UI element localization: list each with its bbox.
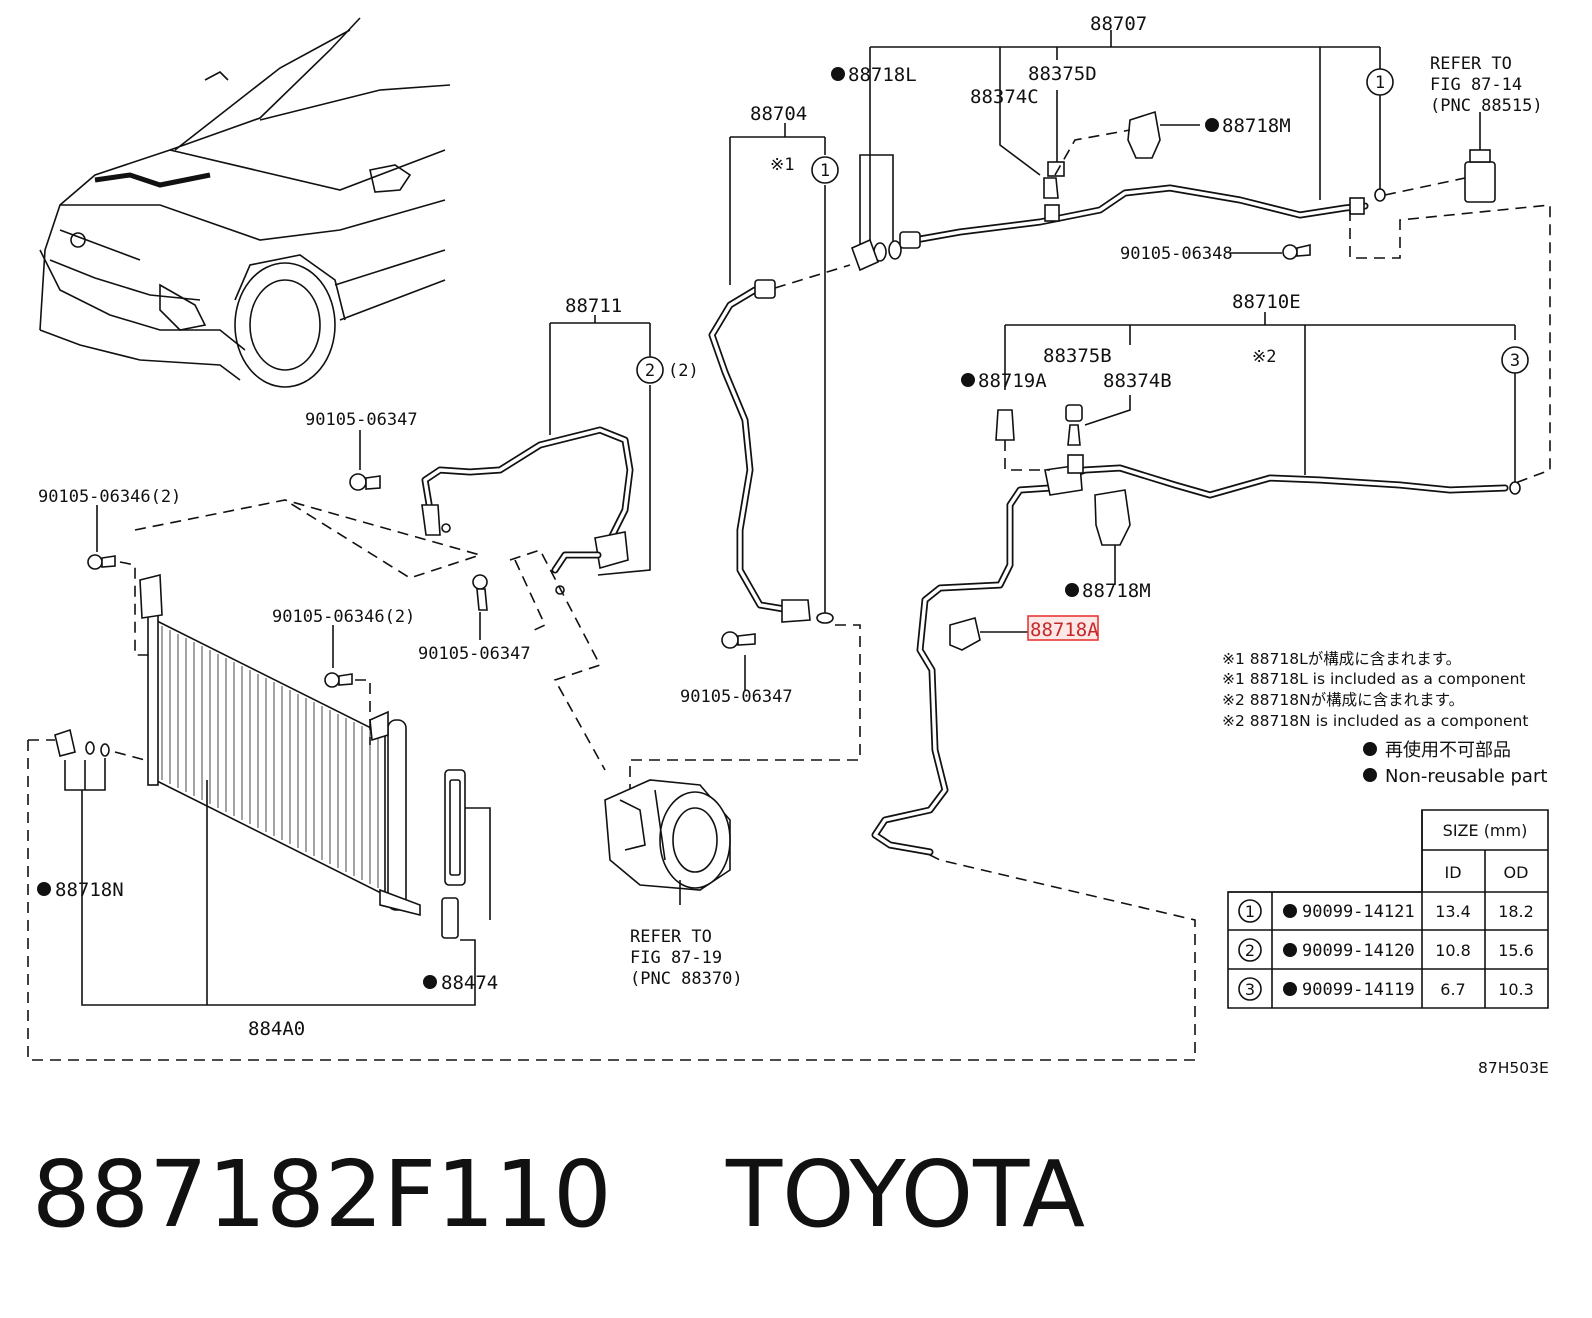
label-88710e: 88710E — [1232, 291, 1301, 313]
pipe-88711 — [421, 315, 651, 595]
label-88374c: 88374C — [970, 86, 1039, 108]
size-row-2-od: 15.6 — [1498, 941, 1534, 960]
dash-route-b — [509, 549, 606, 771]
refer-top-line-1: REFER TO — [1430, 54, 1512, 74]
footer-brand: TOYOTA — [725, 1141, 1086, 1248]
note-2-en: ※2 88718N is included as a component — [1222, 712, 1528, 730]
label-88711-note: (2) — [668, 361, 699, 381]
expansion-valve-part — [1384, 112, 1496, 203]
note-non-reusable-en: Non-reusable part — [1385, 766, 1547, 787]
highlight-box-88718a — [1027, 615, 1099, 641]
note-1-jp: ※1 88718Lが構成に含まれます。 — [1222, 650, 1461, 668]
size-row-1-od: 18.2 — [1498, 902, 1534, 921]
pipe-88710e — [871, 312, 1521, 856]
label-90105-06346-b: 90105-06346(2) — [272, 607, 415, 627]
size-row-1-part: 90099-14121 — [1302, 902, 1415, 922]
circle-number-1-b: 1 — [820, 161, 830, 181]
size-table: SIZE (mm) ID OD 1 90099-14121 13.4 18.2 … — [1227, 809, 1549, 1009]
bolt-90105-06348 — [1230, 204, 1551, 486]
label-88718m-top: 88718M — [1222, 115, 1291, 137]
size-row-1-num: 1 — [1245, 902, 1255, 921]
label-90105-06346-a: 90105-06346(2) — [38, 487, 181, 507]
label-90105-06347-c: 90105-06347 — [680, 687, 793, 707]
callout-88707 — [869, 30, 1381, 200]
circle-number-3: 3 — [1510, 351, 1520, 371]
dash-route-c — [514, 559, 547, 633]
size-row-3-num: 3 — [1245, 980, 1255, 999]
label-88718n: 88718N — [55, 879, 124, 901]
label-88711: 88711 — [565, 295, 622, 317]
size-row-1-id: 13.4 — [1435, 902, 1471, 921]
size-row-3-part: 90099-14119 — [1302, 980, 1415, 1000]
clip-88718a — [949, 617, 1030, 651]
label-88710e-note: ※2 — [1252, 347, 1276, 367]
bolt-90105-06347-a — [349, 430, 381, 491]
size-table-title: SIZE (mm) — [1443, 821, 1528, 840]
size-row-2-id: 10.8 — [1435, 941, 1471, 960]
size-row-2-part: 90099-14120 — [1302, 941, 1415, 961]
label-88718a: 88718A — [1030, 619, 1099, 641]
label-88375b: 88375B — [1043, 345, 1112, 367]
clip-88718m-top — [1054, 110, 1200, 176]
label-90105-06347-a: 90105-06347 — [305, 410, 418, 430]
bolt-90105-06346-b — [324, 625, 371, 745]
pipe-88704 — [629, 123, 861, 800]
valve-core-parts — [995, 404, 1083, 471]
refer-bottom-line-3: (PNC 88370) — [630, 969, 743, 989]
label-90105-06347-b: 90105-06347 — [418, 644, 531, 664]
size-row-3-od: 10.3 — [1498, 980, 1534, 999]
fittings-88718n — [27, 728, 1196, 1061]
note-1-en: ※1 88718L is included as a component — [1222, 670, 1526, 688]
bolt-90105-06347-c — [721, 631, 756, 690]
size-row-3-id: 6.7 — [1440, 980, 1465, 999]
bolt-90105-06347-b — [472, 574, 488, 640]
figure-code: 87H503E — [1478, 1059, 1549, 1077]
filter-88474 — [441, 769, 491, 985]
label-88374b: 88374B — [1103, 370, 1172, 392]
label-88707: 88707 — [1090, 13, 1147, 35]
part-labels: 88707 88718L 88375D 88374C 88718M 88704 … — [37, 13, 1549, 1077]
compressor — [604, 779, 731, 905]
label-884a0: 884A0 — [248, 1018, 305, 1040]
note-2-jp: ※2 88718Nが構成に含まれます。 — [1222, 691, 1464, 709]
refer-top-line-3: (PNC 88515) — [1430, 96, 1543, 116]
label-88719a: 88719A — [978, 370, 1047, 392]
circle-markers: 1 1 2 3 — [636, 68, 1529, 384]
label-88704-note: ※1 — [770, 155, 794, 175]
circle-number-2: 2 — [645, 361, 655, 381]
circle-number-1-a: 1 — [1375, 73, 1385, 93]
notes-block: ※1 88718Lが構成に含まれます。 ※1 88718L is include… — [1222, 650, 1547, 787]
label-88474: 88474 — [441, 972, 498, 994]
refer-bottom-line-1: REFER TO — [630, 927, 712, 947]
bolt-90105-06346-a — [87, 505, 150, 656]
pipe-88707 — [850, 184, 1369, 272]
footer-caption: 887182F110 TOYOTA — [32, 1135, 1572, 1255]
note-non-reusable-jp: 再使用不可部品 — [1385, 740, 1511, 761]
label-88718l: 88718L — [848, 64, 917, 86]
refer-bottom-line-2: FIG 87-19 — [630, 948, 722, 968]
size-table-header-od: OD — [1504, 863, 1529, 882]
callout-88718l-lines — [859, 154, 894, 245]
condenser-884a0 — [139, 573, 421, 917]
size-table-header-id: ID — [1444, 863, 1461, 882]
label-88718m-mid: 88718M — [1082, 580, 1151, 602]
refer-top-line-2: FIG 87-14 — [1430, 75, 1522, 95]
clip-88718m-mid — [1094, 489, 1131, 585]
label-88375d: 88375D — [1028, 63, 1097, 85]
label-90105-06348: 90105-06348 — [1120, 244, 1233, 264]
footer-part-number: 887182F110 — [32, 1141, 612, 1248]
dash-route-a — [134, 499, 483, 579]
label-88704: 88704 — [750, 103, 807, 125]
vehicle-illustration — [39, 17, 451, 388]
size-row-2-num: 2 — [1245, 941, 1255, 960]
